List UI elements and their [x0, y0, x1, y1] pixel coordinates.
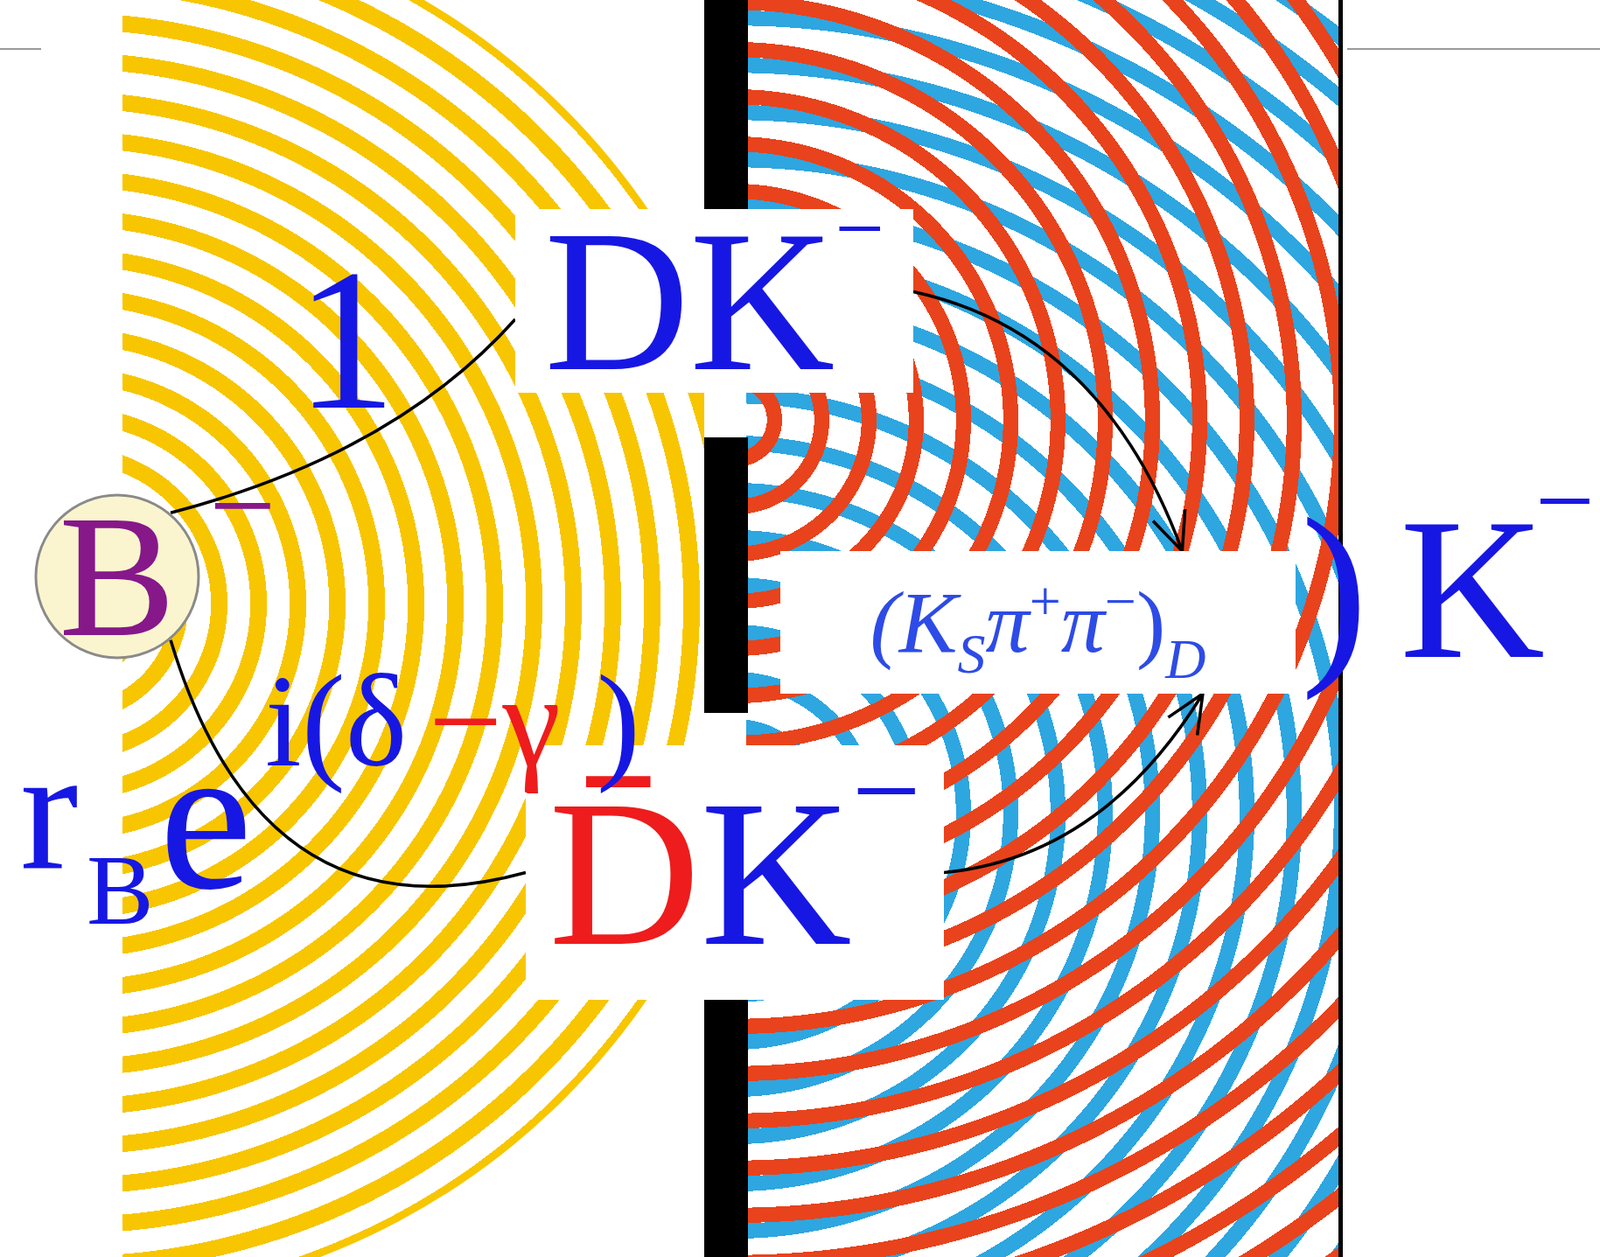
final-state-box: (KSπ+π−)D: [780, 551, 1296, 694]
node-label: −: [852, 735, 922, 846]
circle-shape: [35, 495, 199, 658]
barrier: [704, 0, 748, 210]
node-text: (KSπ+π−)D: [870, 583, 1207, 663]
rule-line: [1347, 48, 1600, 50]
node-label: B: [58, 497, 175, 656]
charge-superscript: −: [1535, 448, 1595, 554]
final-state-symbol: ): [1300, 489, 1369, 691]
node-label: K: [700, 778, 853, 968]
final-state-symbol: K: [1399, 489, 1545, 691]
barrier: [704, 437, 748, 713]
node-label: π: [1061, 583, 1105, 663]
amplitude-symbol: r: [20, 721, 79, 897]
amplitude-path: [943, 693, 1203, 874]
node-text: D̄K−: [548, 778, 922, 968]
node-label: S: [957, 628, 986, 680]
node-label: −: [1104, 576, 1137, 628]
red-wave: [746, 0, 1341, 1257]
rule-line: [0, 48, 42, 50]
node-label: (K: [870, 583, 958, 663]
amplitude-path: [913, 292, 1186, 552]
node-label: +: [1029, 576, 1062, 628]
node-label: ): [1136, 583, 1166, 663]
particle-circle: −B: [34, 493, 201, 660]
incoming-wave: [122, 0, 705, 1257]
barrier: [704, 997, 748, 1257]
node-text: DK−: [544, 210, 885, 392]
path-box: DK−: [515, 209, 914, 393]
amplitude-subscript: B: [86, 839, 154, 941]
phase-exponent: ): [596, 655, 641, 787]
weak-phase: −γ: [428, 655, 561, 787]
node-label: D̄: [548, 778, 700, 968]
node-label: π: [985, 583, 1030, 663]
node-label: DK: [544, 210, 835, 392]
amplitude-label: 1: [295, 239, 397, 441]
node-label: −: [209, 446, 276, 565]
node-text: B: [58, 497, 175, 656]
phase-exponent: i(δ: [265, 655, 407, 787]
node-label: −: [834, 189, 884, 269]
exponential-symbol: e: [159, 712, 253, 923]
path-box: D̄K−: [525, 745, 944, 1000]
blue-wave: [746, 0, 1341, 1257]
node-label: D: [1165, 634, 1206, 685]
